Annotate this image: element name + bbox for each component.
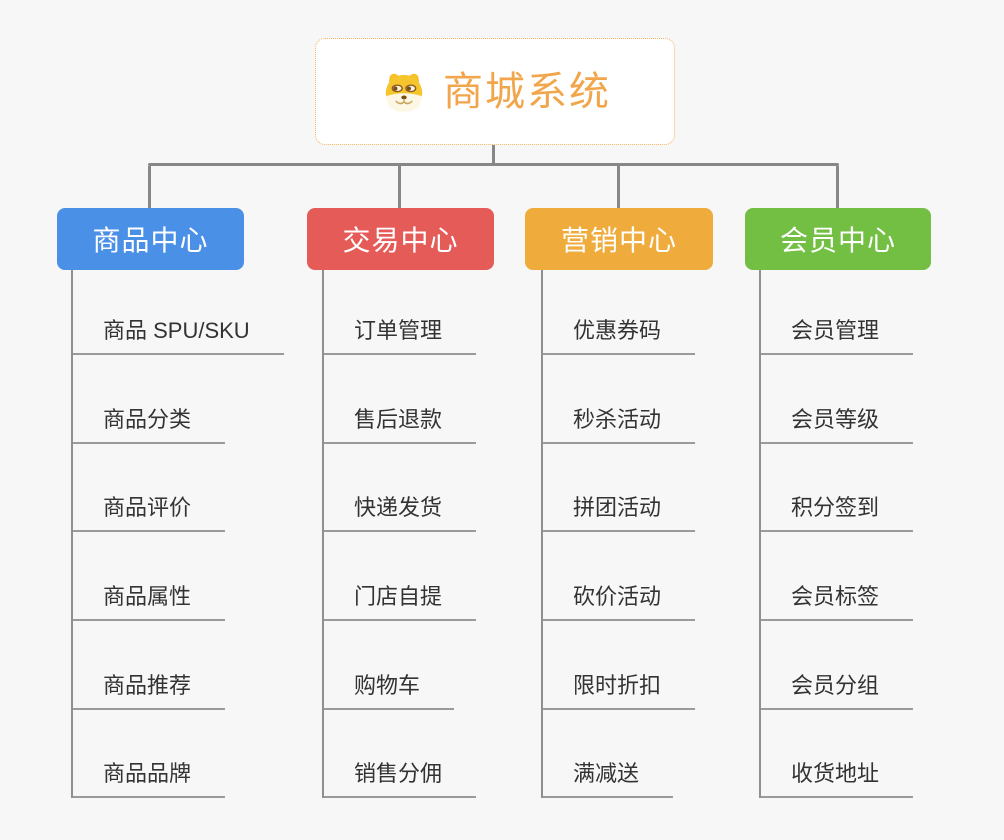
- connector-drop-trade: [398, 166, 401, 208]
- leaf-item[interactable]: 优惠券码: [543, 309, 696, 355]
- branch-node-member-center[interactable]: 会员中心: [745, 208, 931, 270]
- connector-drop-members: [836, 166, 839, 208]
- connector-root-stub: [492, 145, 495, 165]
- leaf-item[interactable]: 商品属性: [73, 575, 226, 621]
- branch-column-trade: 订单管理 售后退款 快递发货 门店自提 购物车 销售分佣: [322, 270, 554, 798]
- leaf-item[interactable]: 拼团活动: [543, 486, 696, 532]
- leaf-item[interactable]: 满减送: [543, 752, 674, 798]
- leaf-item[interactable]: 收货地址: [761, 752, 914, 798]
- leaf-item[interactable]: 限时折扣: [543, 664, 696, 710]
- leaf-item[interactable]: 会员标签: [761, 575, 914, 621]
- branch-column-member: 会员管理 会员等级 积分签到 会员标签 会员分组 收货地址: [759, 270, 991, 798]
- branch-column-product: 商品 SPU/SKU 商品分类 商品评价 商品属性 商品推荐 商品品牌: [71, 270, 303, 798]
- leaf-item[interactable]: 积分签到: [761, 486, 914, 532]
- shiba-dog-icon: [385, 73, 423, 112]
- leaf-item[interactable]: 会员管理: [761, 309, 914, 355]
- leaf-item[interactable]: 商品推荐: [73, 664, 226, 710]
- leaf-item[interactable]: 砍价活动: [543, 575, 696, 621]
- leaf-item[interactable]: 订单管理: [324, 309, 477, 355]
- root-title: 商城系统: [443, 69, 611, 114]
- leaf-item[interactable]: 会员等级: [761, 398, 914, 444]
- leaf-item[interactable]: 商品 SPU/SKU: [73, 309, 284, 355]
- branch-label: 商品中心: [92, 225, 209, 256]
- leaf-item[interactable]: 秒杀活动: [543, 398, 696, 444]
- leaf-item[interactable]: 门店自提: [324, 575, 477, 621]
- branch-column-marketing: 优惠券码 秒杀活动 拼团活动 砍价活动 限时折扣 满减送: [541, 270, 773, 798]
- leaf-item[interactable]: 购物车: [324, 664, 455, 710]
- root-node-mall-system[interactable]: 商城系统: [315, 38, 675, 145]
- leaf-item[interactable]: 会员分组: [761, 664, 914, 710]
- branch-node-product-center[interactable]: 商品中心: [57, 208, 244, 270]
- leaf-item[interactable]: 快递发货: [324, 486, 477, 532]
- branch-node-trade-center[interactable]: 交易中心: [307, 208, 494, 270]
- leaf-item[interactable]: 商品评价: [73, 486, 226, 532]
- connector-horizontal: [148, 163, 839, 166]
- leaf-item[interactable]: 商品品牌: [73, 752, 226, 798]
- connector-drop-products: [148, 166, 151, 208]
- leaf-item[interactable]: 商品分类: [73, 398, 226, 444]
- branch-node-marketing-center[interactable]: 营销中心: [525, 208, 713, 270]
- connector-drop-marketing: [617, 166, 620, 208]
- branch-label: 营销中心: [560, 225, 677, 256]
- leaf-item[interactable]: 售后退款: [324, 398, 477, 444]
- leaf-item[interactable]: 销售分佣: [324, 752, 477, 798]
- branch-label: 交易中心: [342, 225, 459, 256]
- branch-label: 会员中心: [779, 225, 896, 256]
